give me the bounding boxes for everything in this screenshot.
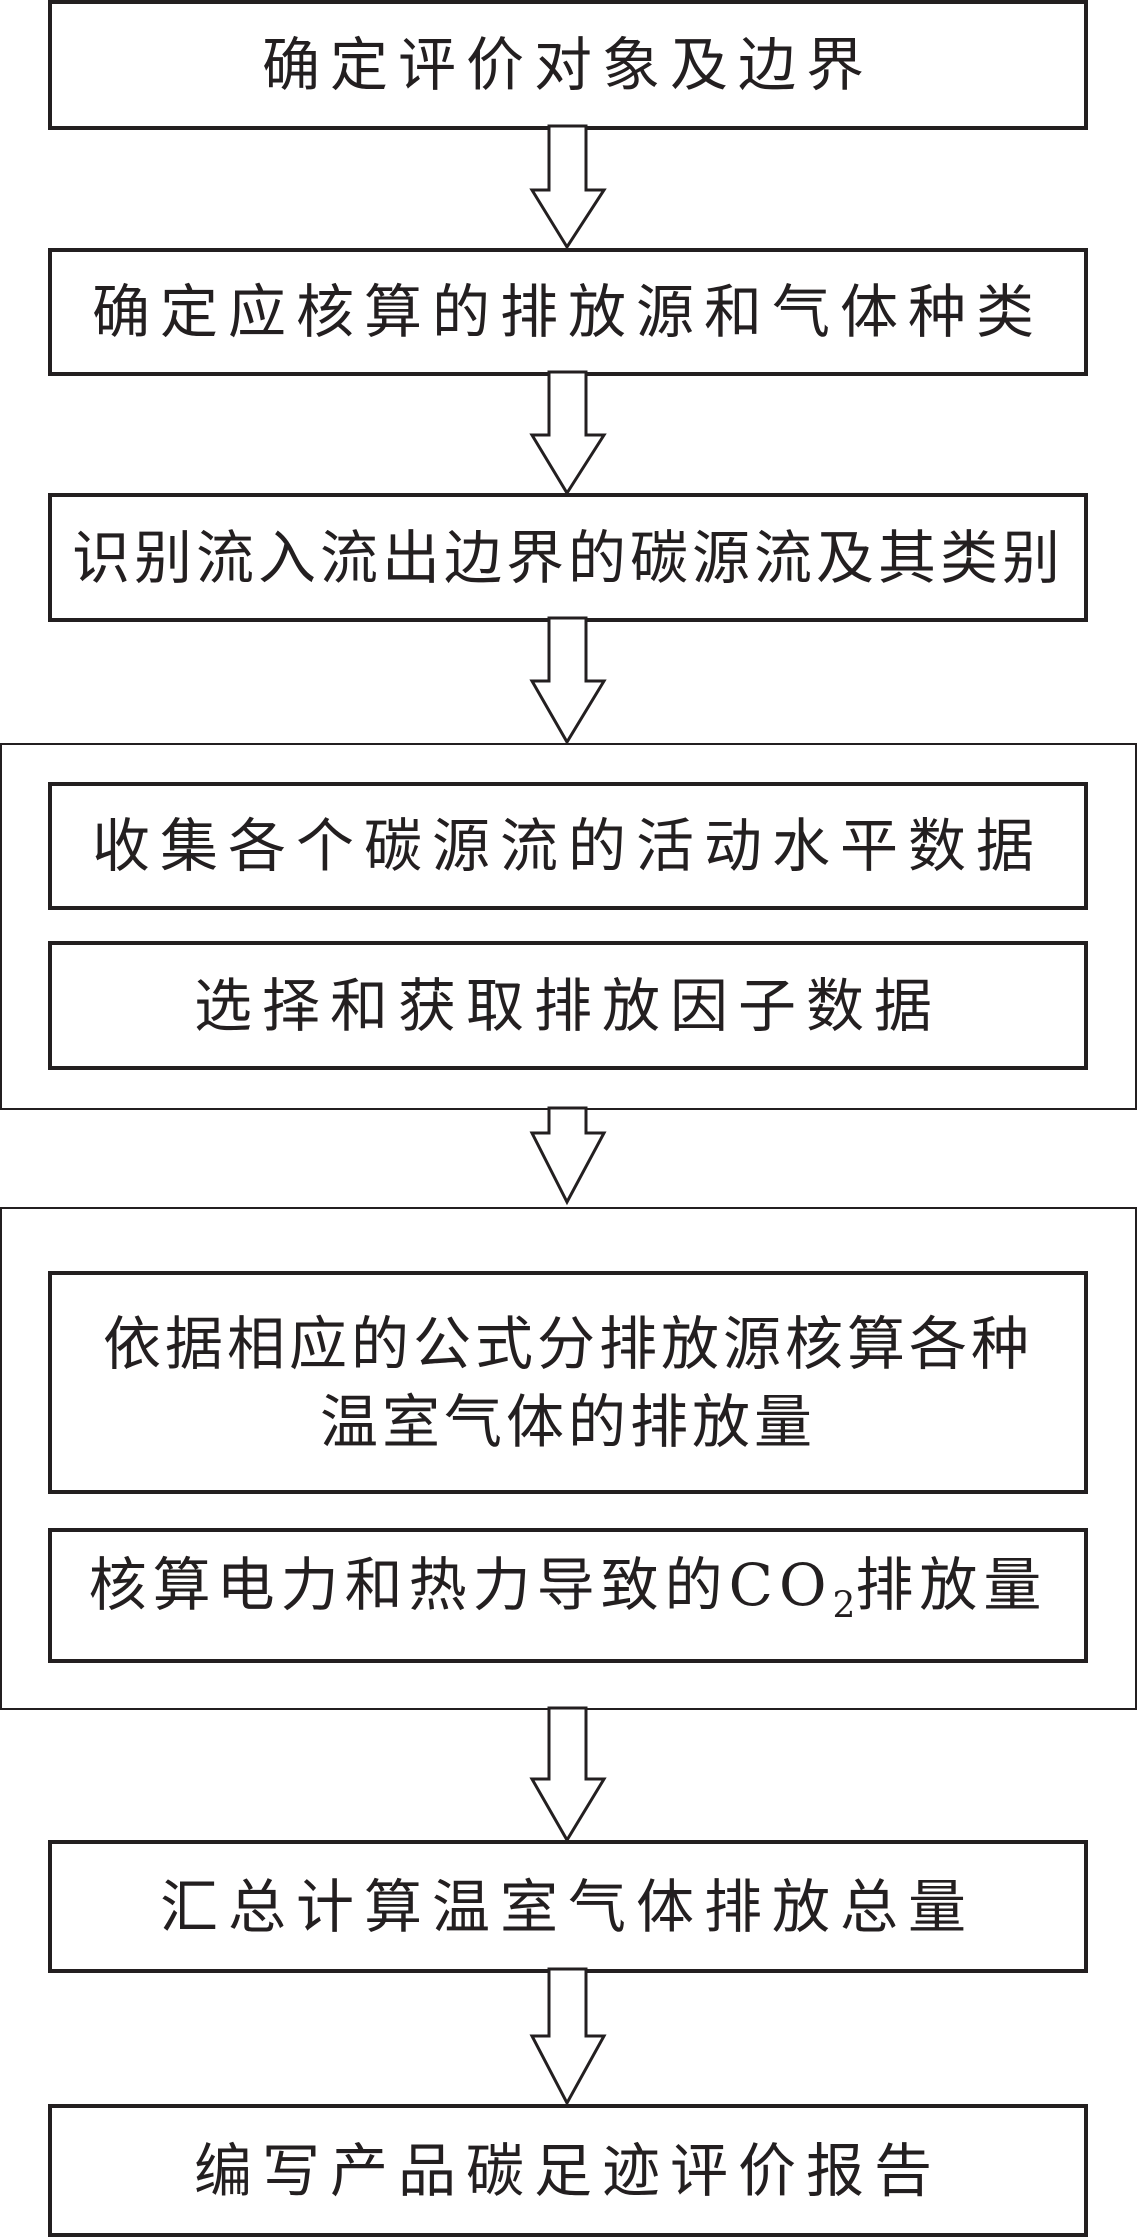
arrow-down-icon xyxy=(529,124,607,250)
step-label: 编写产品碳足迹评价报告 xyxy=(193,2136,942,2205)
label-post: 排放量 xyxy=(855,1550,1048,1619)
arrow-down-icon xyxy=(529,370,607,496)
label-subscript: 2 xyxy=(832,1585,856,1627)
step-label: 收集各个碳源流的活动水平数据 xyxy=(91,812,1044,880)
step-label: 依据相应的公式分排放源核算各种温室气体的排放量 xyxy=(102,1309,1033,1456)
step-calculate-power-heat-co2: 核算电力和热力导致的CO2排放量 xyxy=(48,1528,1088,1663)
step-calculate-ghg-emissions: 依据相应的公式分排放源核算各种温室气体的排放量 xyxy=(48,1271,1088,1494)
step-select-emission-factors: 选择和获取排放因子数据 xyxy=(48,941,1088,1070)
step-label: 选择和获取排放因子数据 xyxy=(193,971,942,1040)
step-total-ghg-emissions: 汇总计算温室气体排放总量 xyxy=(48,1840,1088,1973)
step-label: 核算电力和热力导致的CO2排放量 xyxy=(89,1546,1048,1646)
step-determine-sources: 确定应核算的排放源和气体种类 xyxy=(48,248,1088,376)
step-define-scope: 确定评价对象及边界 xyxy=(48,0,1088,130)
step-write-report: 编写产品碳足迹评价报告 xyxy=(48,2104,1088,2237)
step-label: 汇总计算温室气体排放总量 xyxy=(159,1872,976,1941)
arrow-down-icon xyxy=(529,616,607,745)
step-collect-activity-data: 收集各个碳源流的活动水平数据 xyxy=(48,782,1088,910)
arrow-down-icon xyxy=(529,1706,607,1843)
step-identify-carbon-flows: 识别流入流出边界的碳源流及其类别 xyxy=(48,493,1088,622)
step-label: 识别流入流出边界的碳源流及其类别 xyxy=(71,523,1064,592)
label-pre: 核算电力和热力导致的CO xyxy=(88,1550,833,1619)
step-label: 确定应核算的排放源和气体种类 xyxy=(91,278,1044,346)
step-label: 确定评价对象及边界 xyxy=(261,31,874,99)
arrow-down-icon xyxy=(529,1967,607,2107)
arrow-down-icon xyxy=(529,1106,607,1206)
